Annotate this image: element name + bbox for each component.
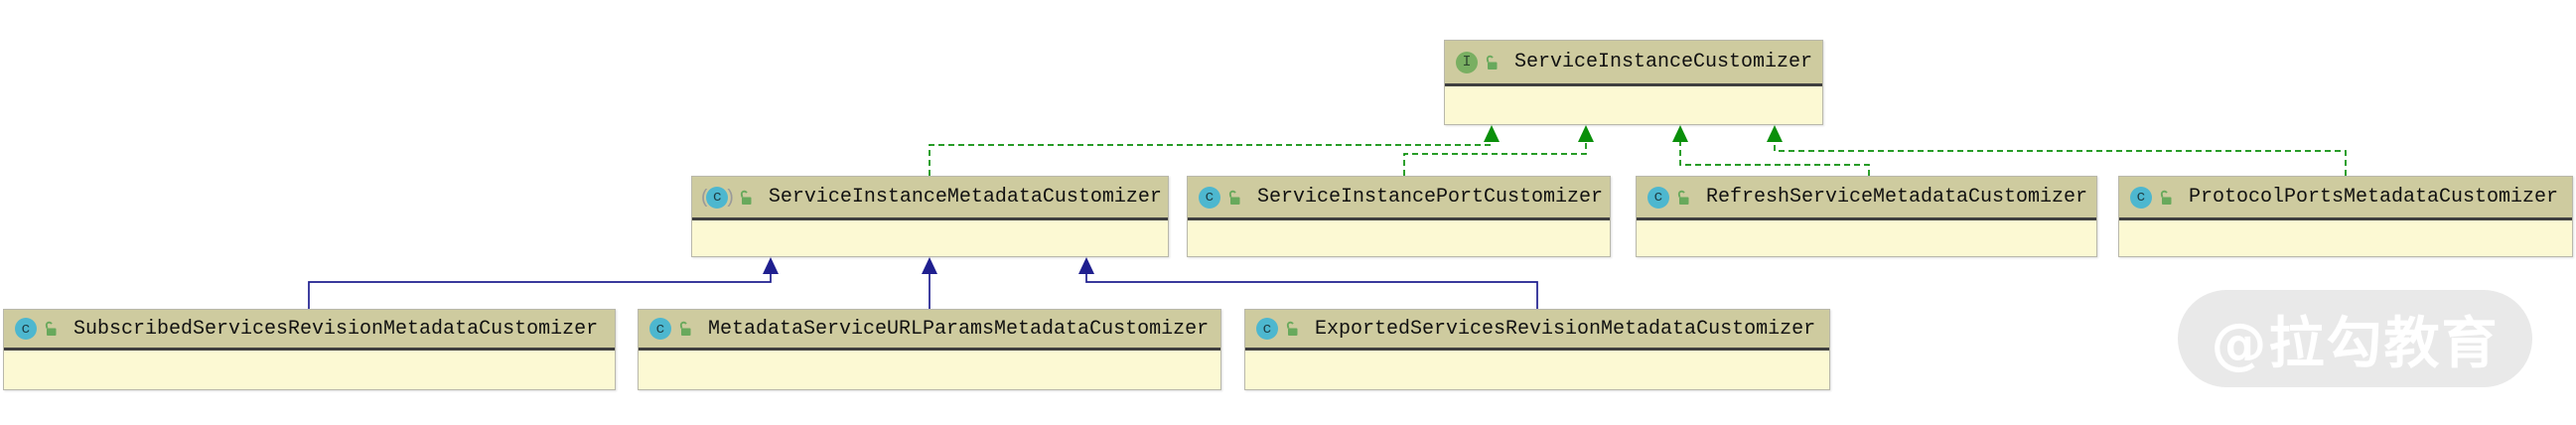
watermark-text: @拉勾教育 bbox=[2211, 311, 2500, 376]
public-lock-icon bbox=[679, 321, 691, 336]
node-header[interactable]: c RefreshServiceMetadataCustomizer bbox=[1637, 177, 2096, 220]
public-lock-icon bbox=[1286, 321, 1298, 336]
arrowhead-implements-service-instance-metadata-customizer bbox=[1484, 125, 1500, 142]
node-header[interactable]: c MetadataServiceURLParamsMetadataCustomi… bbox=[639, 310, 1220, 351]
node-members-area bbox=[1637, 220, 2096, 254]
class-node-protocol-ports-metadata-customizer[interactable]: c ProtocolPortsMetadataCustomizer bbox=[2118, 176, 2573, 257]
class-name-label: ProtocolPortsMetadataCustomizer bbox=[2189, 186, 2559, 209]
class-name-label: ServiceInstancePortCustomizer bbox=[1257, 186, 1604, 209]
edge-extends-exported-services-revision-metadata-customizer bbox=[1085, 274, 1538, 309]
class-node-exported-services-revision-metadata-customizer[interactable]: c ExportedServicesRevisionMetadataCustomi… bbox=[1244, 309, 1830, 390]
watermark: @拉勾教育 bbox=[2178, 290, 2532, 387]
abstract-paren-right: ) bbox=[724, 186, 736, 209]
class-node-service-instance-metadata-customizer[interactable]: (c) ServiceInstanceMetadataCustomizer bbox=[691, 176, 1169, 257]
node-header[interactable]: I ServiceInstanceCustomizer bbox=[1445, 41, 1822, 86]
class-node-metadata-service-url-params-metadata-customizer[interactable]: c MetadataServiceURLParamsMetadataCustomi… bbox=[638, 309, 1221, 390]
arrowhead-implements-service-instance-port-customizer bbox=[1578, 125, 1594, 142]
public-lock-icon bbox=[1228, 190, 1240, 205]
abstract-paren-left: ( bbox=[699, 186, 711, 209]
public-lock-icon bbox=[1486, 55, 1498, 70]
class-node-service-instance-customizer[interactable]: I ServiceInstanceCustomizer bbox=[1444, 40, 1823, 125]
node-header[interactable]: c ServiceInstancePortCustomizer bbox=[1188, 177, 1610, 220]
arrowhead-extends-exported-services-revision-metadata-customizer bbox=[1078, 257, 1094, 274]
node-members-area bbox=[639, 351, 1220, 387]
class-name-label: RefreshServiceMetadataCustomizer bbox=[1706, 186, 2088, 209]
public-lock-icon bbox=[45, 321, 57, 336]
edge-extends-subscribed-services-revision-metadata-customizer bbox=[308, 274, 772, 309]
class-name-label: ExportedServicesRevisionMetadataCustomiz… bbox=[1315, 317, 1816, 341]
edge-implements-refresh-service-metadata-customizer bbox=[1679, 141, 1870, 176]
abstract-class-icon: c bbox=[706, 186, 729, 209]
node-members-area bbox=[4, 351, 615, 387]
arrowhead-implements-protocol-ports-metadata-customizer bbox=[1767, 125, 1783, 142]
class-icon: c bbox=[649, 318, 671, 340]
node-header[interactable]: c ProtocolPortsMetadataCustomizer bbox=[2119, 177, 2572, 220]
public-lock-icon bbox=[740, 190, 752, 205]
node-members-area bbox=[2119, 220, 2572, 254]
class-name-label: MetadataServiceURLParamsMetadataCustomiz… bbox=[708, 317, 1210, 341]
class-name-label: ServiceInstanceCustomizer bbox=[1514, 51, 1813, 73]
arrowhead-extends-metadata-service-url-params-metadata-customizer bbox=[922, 257, 937, 274]
public-lock-icon bbox=[1677, 190, 1689, 205]
arrowhead-extends-subscribed-services-revision-metadata-customizer bbox=[763, 257, 779, 274]
node-header[interactable]: c ExportedServicesRevisionMetadataCustomi… bbox=[1245, 310, 1829, 351]
node-members-area bbox=[1245, 351, 1829, 387]
node-members-area bbox=[692, 220, 1168, 254]
class-name-label: SubscribedServicesRevisionMetadataCustom… bbox=[73, 317, 599, 341]
node-header[interactable]: c SubscribedServicesRevisionMetadataCusto… bbox=[4, 310, 615, 351]
class-icon: c bbox=[1199, 186, 1220, 209]
class-name-label: ServiceInstanceMetadataCustomizer bbox=[768, 186, 1162, 209]
arrowhead-implements-refresh-service-metadata-customizer bbox=[1672, 125, 1688, 142]
class-icon: c bbox=[1256, 318, 1278, 340]
class-node-service-instance-port-customizer[interactable]: c ServiceInstancePortCustomizer bbox=[1187, 176, 1611, 257]
node-header[interactable]: (c) ServiceInstanceMetadataCustomizer bbox=[692, 177, 1168, 220]
class-icon: c bbox=[1647, 186, 1669, 209]
public-lock-icon bbox=[2160, 190, 2172, 205]
class-node-refresh-service-metadata-customizer[interactable]: c RefreshServiceMetadataCustomizer bbox=[1636, 176, 2097, 257]
edge-implements-protocol-ports-metadata-customizer bbox=[1774, 141, 2347, 176]
class-node-subscribed-services-revision-metadata-customizer[interactable]: c SubscribedServicesRevisionMetadataCusto… bbox=[3, 309, 616, 390]
class-icon: c bbox=[15, 318, 37, 340]
node-members-area bbox=[1445, 86, 1822, 122]
edge-implements-service-instance-metadata-customizer bbox=[929, 141, 1493, 176]
edge-implements-service-instance-port-customizer bbox=[1403, 141, 1587, 176]
node-members-area bbox=[1188, 220, 1610, 254]
interface-icon: I bbox=[1456, 51, 1478, 73]
class-icon: c bbox=[2130, 186, 2152, 209]
